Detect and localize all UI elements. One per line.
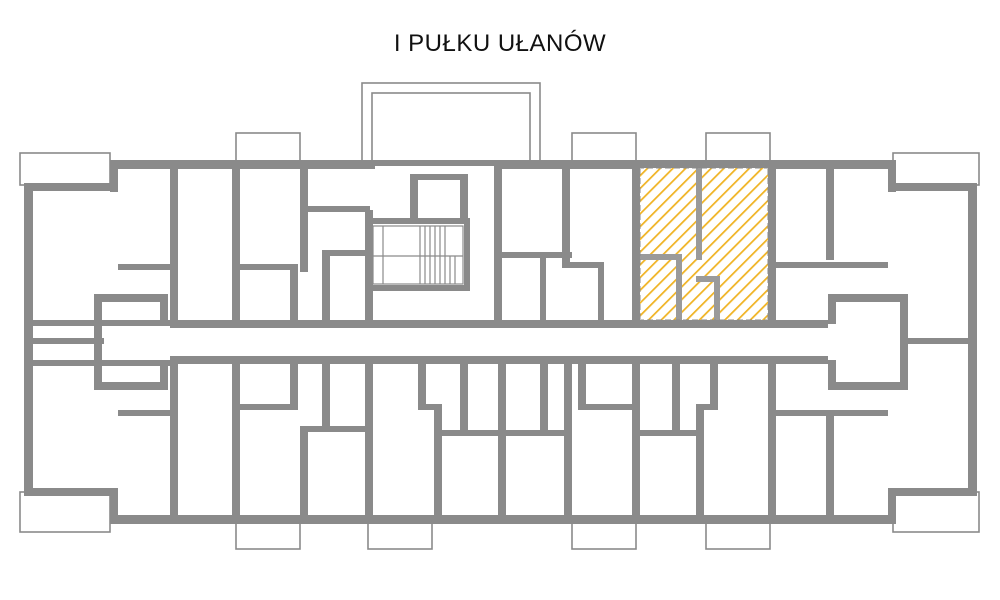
corner-balcony-bl [19, 491, 111, 533]
balcony-top-3 [705, 132, 771, 162]
central-staircase [372, 225, 464, 285]
corner-balcony-tl [19, 152, 111, 186]
entrance-canopy-inner [371, 92, 531, 164]
corner-balcony-tr [892, 152, 980, 186]
balcony-top-2 [571, 132, 637, 162]
building-walls [24, 160, 977, 524]
street-label: I PUŁKU UŁANÓW [393, 30, 607, 57]
balcony-top-1 [235, 132, 301, 162]
corner-balcony-br [892, 491, 980, 533]
highlighted-apartment [635, 163, 773, 325]
